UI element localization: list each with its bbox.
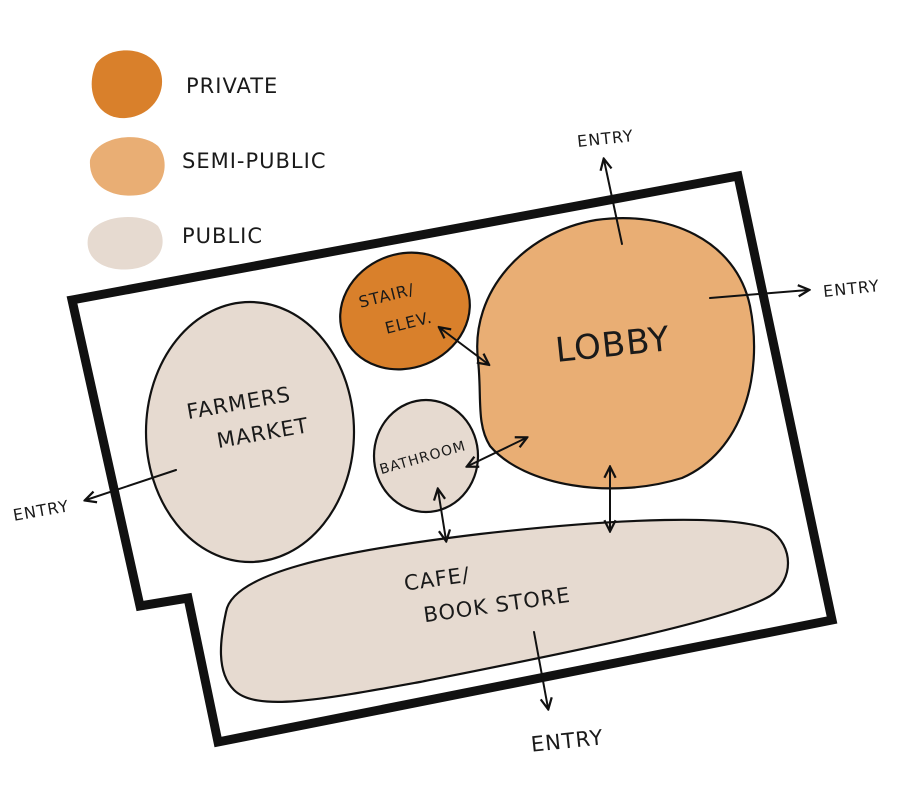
- circulation-arrows: [438, 328, 610, 540]
- arrow-entry-right: [709, 290, 808, 299]
- legend-swatch-public: [87, 216, 163, 270]
- arrow-entry-left: [86, 469, 177, 500]
- legend-swatch-semi-public: [89, 137, 165, 196]
- arrow-stair-lobby: [440, 328, 488, 364]
- bathroom-bubble: BATHROOM: [372, 398, 480, 514]
- legend-label-public: PUBLIC: [182, 224, 263, 248]
- entry-label-left: ENTRY: [11, 496, 70, 525]
- arrow-bathroom-cafe: [438, 490, 446, 540]
- entry-label-top: ENTRY: [576, 126, 634, 151]
- entry-label-right: ENTRY: [822, 276, 880, 301]
- legend-label-semi-public: SEMI-PUBLIC: [182, 149, 327, 173]
- legend-swatch-private: [91, 50, 163, 119]
- lobby-bubble: LOBBY: [476, 217, 756, 490]
- farmers-market-bubble: FARMERS MARKET: [144, 300, 356, 564]
- arrow-entry-top: [604, 160, 623, 245]
- arrow-bathroom-lobby: [468, 438, 526, 466]
- legend-label-private: PRIVATE: [186, 74, 278, 98]
- legend: PRIVATE SEMI-PUBLIC PUBLIC: [87, 50, 327, 270]
- cafe-bookstore-bubble: CAFE/ BOOK STORE: [219, 518, 790, 703]
- arrow-entry-bottom: [533, 631, 548, 708]
- entry-label-bottom: ENTRY: [530, 725, 605, 756]
